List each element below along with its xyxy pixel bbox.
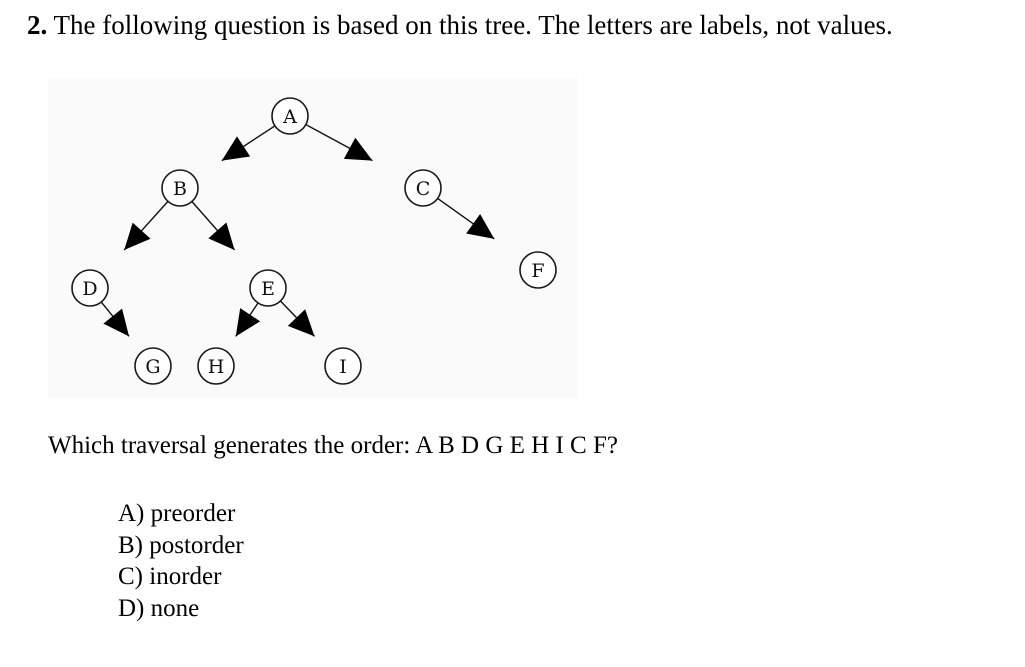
tree-edge-E-I: [279, 300, 316, 337]
tree-node-F: F: [519, 251, 557, 289]
tree-edge-E-H: [235, 302, 261, 337]
option-d[interactable]: D) none: [118, 594, 200, 622]
tree-node-H: H: [197, 347, 235, 385]
question-number: 2.: [27, 10, 48, 40]
tree-node-label: E: [261, 278, 275, 300]
arrowhead-icon: [287, 309, 315, 337]
tree-edge-A-C: [305, 123, 373, 162]
arrowhead-icon: [124, 222, 151, 250]
question-prompt: Which traversal generates the order: A B…: [48, 432, 618, 459]
tree-node-E: E: [249, 269, 287, 307]
tree-node-A: A: [271, 97, 309, 135]
tree-edge-B-E: [191, 201, 236, 251]
tree-node-label: C: [416, 178, 431, 200]
tree-node-G: G: [134, 347, 172, 385]
tree-node-label: I: [339, 356, 347, 378]
arrowhead-icon: [466, 213, 495, 239]
tree-node-I: I: [324, 347, 362, 385]
tree-node-C: C: [404, 169, 442, 207]
answer-options: A) preorder B) postorder C) inorder D) n…: [118, 498, 244, 624]
arrowhead-icon: [343, 137, 373, 161]
tree-edge-B-D: [123, 200, 169, 251]
arrowhead-icon: [221, 136, 251, 161]
arrowhead-icon: [235, 308, 261, 337]
question-text: The following question is based on this …: [53, 10, 893, 40]
arrowhead-icon: [208, 222, 235, 250]
tree-node-label: F: [531, 260, 544, 282]
tree-node-label: H: [208, 356, 225, 378]
option-b[interactable]: B) postorder: [118, 531, 244, 559]
tree-edge-C-F: [437, 197, 495, 240]
tree-node-label: B: [173, 178, 187, 200]
option-a[interactable]: A) preorder: [118, 500, 236, 527]
question-heading: 2. The following question is based on th…: [27, 10, 893, 41]
tree-edge-A-B: [221, 125, 276, 162]
arrowhead-icon: [103, 308, 130, 337]
tree-node-D: D: [71, 269, 109, 307]
tree-node-label: D: [82, 278, 97, 300]
tree-node-label: A: [282, 106, 297, 128]
tree-node-label: G: [145, 356, 160, 378]
option-c[interactable]: C) inorder: [118, 563, 222, 590]
tree-diagram: A B C D E F G H I: [48, 78, 578, 398]
tree-node-B: B: [161, 169, 199, 207]
tree-edge-D-G: [100, 301, 130, 337]
